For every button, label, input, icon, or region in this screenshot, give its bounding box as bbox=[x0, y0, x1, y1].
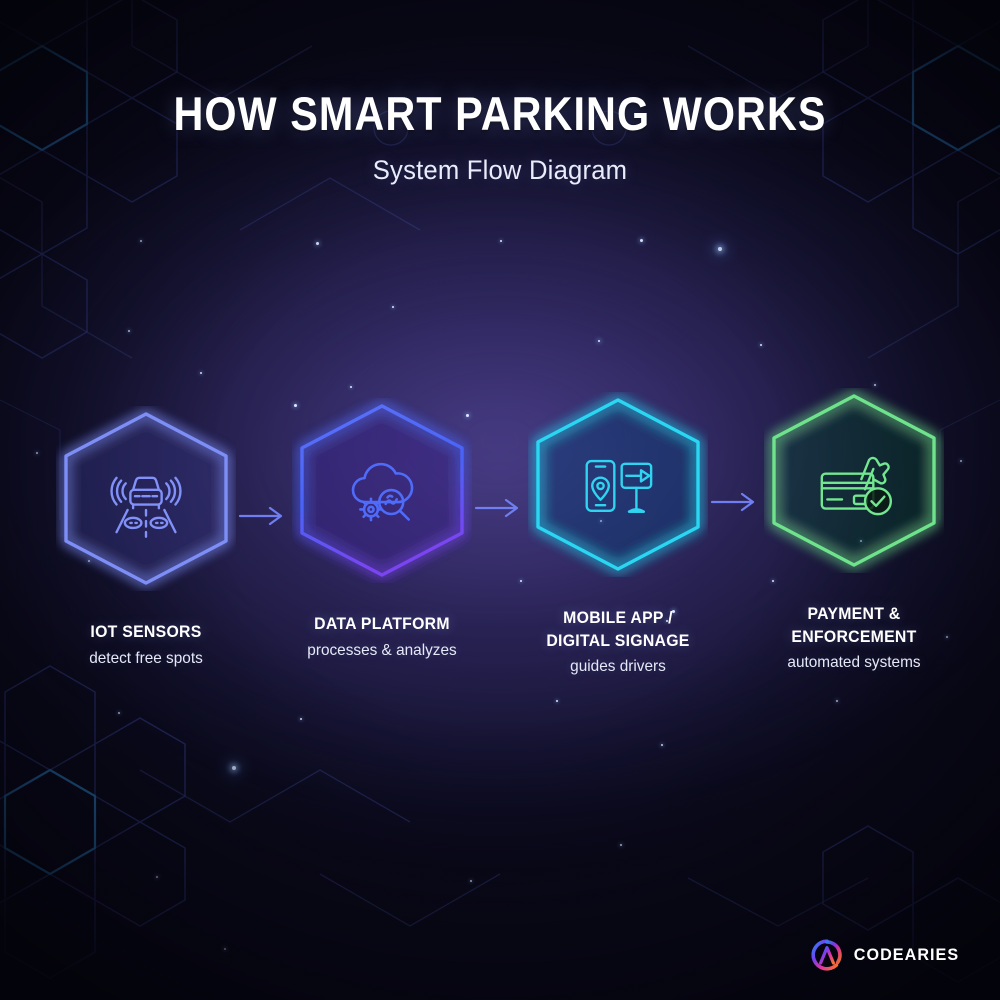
flow-step-payment-enforcement[interactable]: PAYMENT &ENFORCEMENT automated systems bbox=[764, 388, 944, 674]
flow-arrow-2 bbox=[472, 493, 528, 523]
credit-card-clamp-check-icon bbox=[820, 456, 892, 515]
hexagon-outline-1 bbox=[64, 412, 228, 585]
flow-arrow-1 bbox=[236, 501, 292, 531]
flow-step-caption-3: MOBILE APP /DIGITAL SIGNAGE guides drive… bbox=[508, 607, 728, 678]
header: HOW SMART PARKING WORKS System Flow Diag… bbox=[0, 86, 1000, 186]
flow-step-title-1: IOT SENSORS bbox=[90, 622, 202, 641]
flow-diagram: IOT SENSORS detect free spots bbox=[0, 388, 1000, 678]
arrow-right-icon bbox=[238, 506, 283, 526]
flow-step-caption-1: IOT SENSORS detect free spots bbox=[36, 621, 256, 669]
hexagon-outline-4 bbox=[772, 394, 936, 567]
brand-logo[interactable]: CODEARIES bbox=[810, 938, 962, 972]
flow-step-subtitle-4: automated systems bbox=[787, 654, 921, 672]
codearies-circle-a-mark bbox=[811, 939, 842, 971]
flow-arrow-3 bbox=[708, 487, 764, 517]
cloud-gear-magnifier-icon bbox=[351, 462, 414, 521]
flow-step-title-3: MOBILE APP /DIGITAL SIGNAGE bbox=[546, 608, 690, 650]
flow-step-iot-sensors[interactable]: IOT SENSORS detect free spots bbox=[56, 406, 236, 669]
flow-step-data-platform[interactable]: DATA PLATFORM processes & analyzes bbox=[292, 398, 472, 661]
flow-step-caption-4: PAYMENT &ENFORCEMENT automated systems bbox=[744, 603, 964, 674]
arrow-right-icon bbox=[474, 498, 519, 518]
brand-logo-text: CODEARIES bbox=[853, 945, 960, 964]
flow-step-title-4: PAYMENT &ENFORCEMENT bbox=[791, 604, 917, 646]
hexagon-outline-3 bbox=[536, 398, 700, 571]
hexagon-badge-4 bbox=[764, 388, 944, 573]
hexagon-badge-3 bbox=[528, 392, 708, 577]
page-title: HOW SMART PARKING WORKS bbox=[173, 87, 827, 140]
flow-step-mobile-app-digital-signage[interactable]: MOBILE APP /DIGITAL SIGNAGE guides drive… bbox=[528, 392, 708, 678]
flow-step-subtitle-3: guides drivers bbox=[570, 658, 666, 676]
flow-step-subtitle-2: processes & analyzes bbox=[307, 641, 457, 659]
car-road-sensor-icon bbox=[110, 476, 182, 538]
page-subtitle: System Flow Diagram bbox=[372, 155, 628, 185]
flow-step-title-2: DATA PLATFORM bbox=[314, 614, 450, 633]
flow-step-subtitle-1: detect free spots bbox=[89, 649, 203, 667]
hexagon-outline-2 bbox=[300, 404, 464, 577]
arrow-right-icon bbox=[710, 492, 755, 512]
flow-step-caption-2: DATA PLATFORM processes & analyzes bbox=[272, 613, 492, 661]
phone-pin-signpost-icon bbox=[585, 459, 653, 513]
hexagon-badge-2 bbox=[292, 398, 472, 583]
hexagon-badge-1 bbox=[56, 406, 236, 591]
